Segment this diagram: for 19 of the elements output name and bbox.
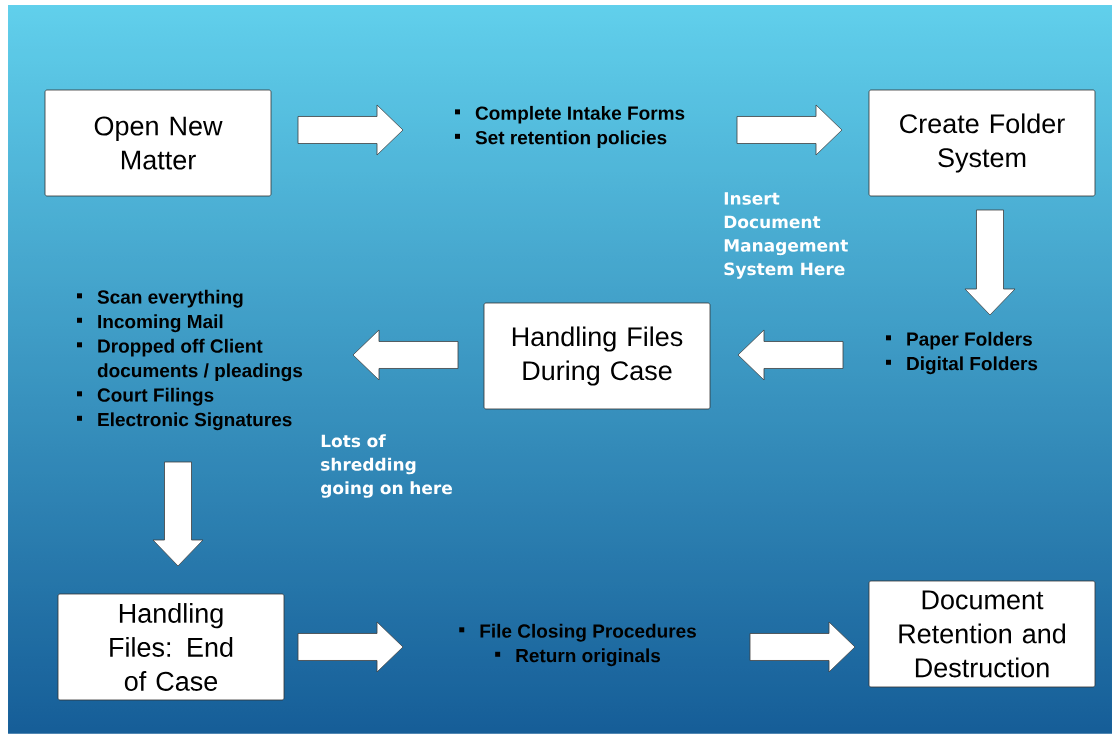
process-box: Handling Files During Case	[483, 302, 711, 410]
block-arrow	[352, 329, 459, 381]
process-box: Document Retention and Destruction	[868, 580, 1096, 688]
block-arrow	[737, 329, 844, 381]
bullet-list: Scan everything Incoming Mail Dropped off Client documents / pleadings Court Filings Electronic Signatures	[77, 289, 303, 431]
process-box: Open New Matter	[44, 89, 272, 197]
block-arrow	[736, 104, 843, 156]
note-text: Lots of shredding going on here	[321, 434, 452, 498]
bullet-list: Paper Folders Digital Folders	[886, 331, 1038, 375]
note-text: Insert Document Management System Here	[724, 192, 848, 279]
process-box: Handling Files: End of Case	[57, 593, 285, 701]
block-arrow	[749, 621, 856, 673]
process-box: Create Folder System	[868, 89, 1096, 197]
block-arrow	[152, 461, 204, 567]
block-arrow	[964, 209, 1016, 316]
block-arrow	[297, 104, 404, 156]
bullet-list: Complete Intake Forms Set retention policies	[455, 105, 685, 149]
bullet-list: File Closing Procedures Return originals	[459, 623, 696, 667]
block-arrow	[297, 621, 404, 673]
